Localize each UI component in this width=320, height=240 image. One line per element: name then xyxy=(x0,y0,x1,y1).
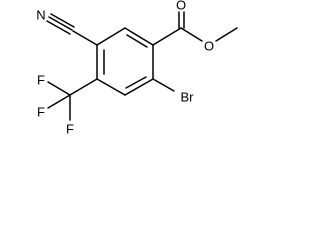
ring-bond-bottom-left xyxy=(96,78,126,96)
ester-o-bond xyxy=(180,27,203,42)
cf3-f1-bond xyxy=(47,81,71,96)
methyl-ester-group: O O xyxy=(152,0,238,54)
ester-carbon-bond xyxy=(152,27,182,46)
carbonyl-o-label: O xyxy=(176,0,186,13)
nitrile-triple-bond-c xyxy=(50,13,75,28)
ring-bond-bottom-right xyxy=(124,78,154,96)
ring-double-inner-top-right xyxy=(126,34,148,48)
ring-double-inner-bottom-right xyxy=(125,76,147,89)
benzene-ring xyxy=(96,27,154,96)
ring-bond-top-right xyxy=(124,27,154,46)
methyl-bond xyxy=(215,27,238,42)
nitrile-single-bond xyxy=(72,30,98,46)
ring-bond-top xyxy=(96,27,126,46)
fluorine-3-label: F xyxy=(66,122,74,137)
structure-canvas: N O O Br F F F xyxy=(36,0,238,137)
bromine-group: Br xyxy=(152,78,195,105)
nitrile-triple-bond-a xyxy=(48,16,73,31)
cf3-carbon-bond xyxy=(69,78,98,96)
fluorine-2-label: F xyxy=(37,105,45,120)
ester-o-label: O xyxy=(204,39,214,54)
trifluoromethyl-group: F F F xyxy=(37,73,98,137)
bromine-bond xyxy=(152,78,175,92)
fluorine-1-label: F xyxy=(37,73,45,88)
nitrile-n-label: N xyxy=(36,8,45,23)
nitrile-group: N xyxy=(36,8,98,46)
nitrile-triple-bond-b xyxy=(46,20,71,35)
bromine-label: Br xyxy=(181,90,195,105)
cf3-f2-bond xyxy=(47,94,71,109)
